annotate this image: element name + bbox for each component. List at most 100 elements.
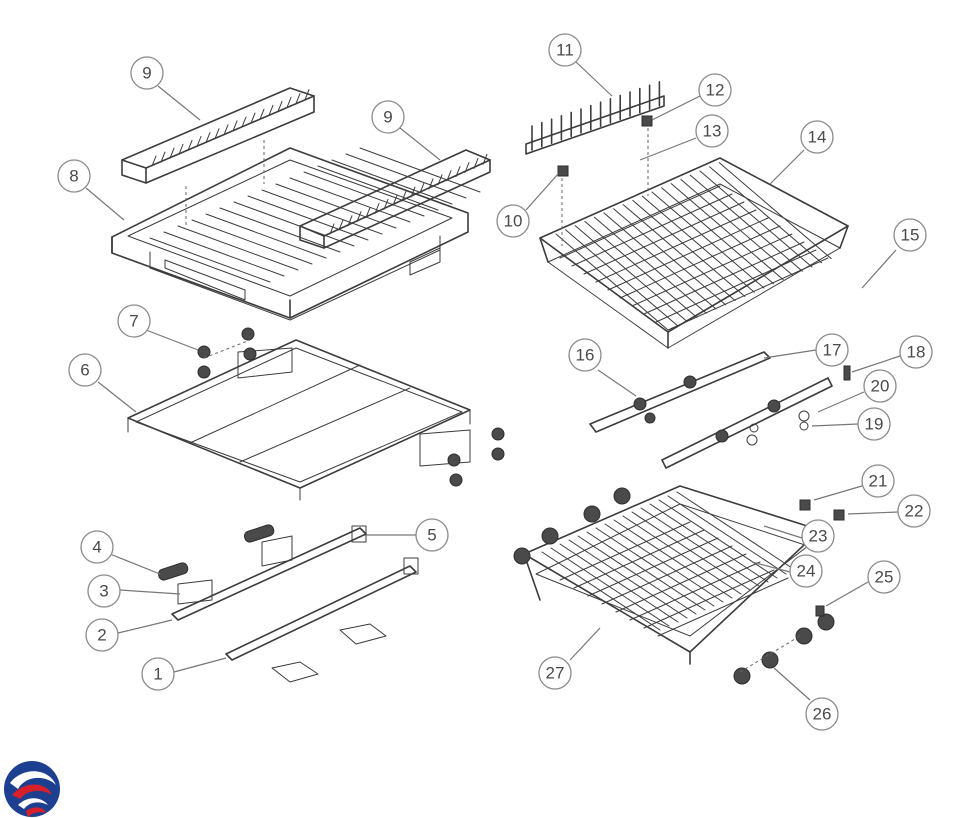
wire-line xyxy=(374,203,380,214)
wire-line xyxy=(655,249,817,323)
wire-line xyxy=(289,177,411,223)
wire-line xyxy=(329,223,335,235)
wire-line xyxy=(651,191,765,289)
wire-line xyxy=(455,166,461,178)
callout-12: 12 xyxy=(698,73,732,107)
part-cutlery-basket-right xyxy=(299,149,491,249)
svg-text:21: 21 xyxy=(869,472,888,491)
wire-line xyxy=(286,97,292,108)
assembly-guides xyxy=(185,128,801,673)
svg-text:12: 12 xyxy=(706,81,725,100)
wire-line xyxy=(607,217,769,291)
wire-line xyxy=(356,211,362,223)
wire-line xyxy=(559,185,721,259)
callout-leaders xyxy=(85,61,901,701)
svg-text:17: 17 xyxy=(823,341,842,360)
svg-text:1: 1 xyxy=(153,665,162,684)
svg-text:11: 11 xyxy=(556,41,574,60)
callout-13: 13 xyxy=(695,114,729,148)
wire-line xyxy=(233,201,355,247)
wire-line xyxy=(338,219,344,231)
wire-line xyxy=(259,108,265,120)
wire-line xyxy=(657,577,789,637)
wire-line xyxy=(601,545,733,605)
callout-8: 8 xyxy=(57,159,91,193)
svg-text:23: 23 xyxy=(809,527,828,546)
wire-line xyxy=(709,166,823,264)
part-wire-rack-frame xyxy=(127,339,471,501)
svg-text:26: 26 xyxy=(813,705,832,724)
wire-line xyxy=(304,89,310,101)
svg-text:4: 4 xyxy=(92,538,101,557)
part-rollers-upper xyxy=(197,327,505,487)
wire-line xyxy=(160,151,166,163)
part-small-clip-10 xyxy=(557,165,569,177)
callout-24: 24 xyxy=(789,554,823,588)
svg-text:6: 6 xyxy=(80,361,89,380)
wire-line xyxy=(595,209,757,283)
wire-line xyxy=(275,183,397,229)
svg-text:9: 9 xyxy=(383,108,392,127)
wire-line xyxy=(574,225,688,323)
svg-text:27: 27 xyxy=(546,664,565,683)
wire-line xyxy=(604,523,724,603)
callout-15: 15 xyxy=(893,218,927,252)
wire-line xyxy=(187,139,193,151)
callout-5: 5 xyxy=(415,518,449,552)
wire-line xyxy=(699,170,813,268)
callout-11: 11 xyxy=(548,33,582,67)
callout-21: 21 xyxy=(861,464,895,498)
wire-line xyxy=(555,233,669,331)
wire-line xyxy=(568,539,688,619)
wire-line xyxy=(631,511,751,591)
wire-line xyxy=(595,527,715,607)
svg-text:15: 15 xyxy=(901,226,920,245)
part-stopper-18 xyxy=(843,365,851,381)
callout-27: 27 xyxy=(538,656,572,690)
part-clip-21 xyxy=(799,499,811,511)
wire-line xyxy=(577,535,697,615)
wire-line xyxy=(631,233,793,307)
wire-line xyxy=(428,178,434,190)
wire-line xyxy=(667,495,787,575)
wire-line xyxy=(641,195,755,293)
wire-line xyxy=(268,104,274,116)
callout-25: 25 xyxy=(867,560,901,594)
callout-22: 22 xyxy=(897,494,931,528)
wire-line xyxy=(559,543,679,623)
wire-line xyxy=(365,207,371,219)
wire-line xyxy=(191,219,313,265)
wire-line xyxy=(689,174,803,272)
callout-20: 20 xyxy=(863,369,897,403)
wire-line xyxy=(661,187,775,285)
wire-line xyxy=(593,216,707,314)
wire-line xyxy=(359,147,481,193)
svg-text:3: 3 xyxy=(99,582,108,601)
part-cutlery-tray-frame xyxy=(111,147,481,321)
callout-2: 2 xyxy=(85,618,119,652)
callout-9-left: 9 xyxy=(130,56,164,90)
wire-line xyxy=(410,186,416,198)
wire-line xyxy=(205,213,327,259)
wire-line xyxy=(446,170,452,182)
svg-text:16: 16 xyxy=(576,346,595,365)
wire-line xyxy=(613,519,733,599)
wire-line xyxy=(223,124,229,136)
svg-text:25: 25 xyxy=(875,568,894,587)
svg-text:24: 24 xyxy=(797,562,816,581)
wire-line xyxy=(247,195,369,241)
svg-text:8: 8 xyxy=(69,167,78,186)
svg-text:13: 13 xyxy=(703,122,722,141)
callout-19: 19 xyxy=(857,407,891,441)
svg-text:10: 10 xyxy=(504,212,523,231)
wire-line xyxy=(541,551,661,631)
wire-line xyxy=(151,155,157,167)
wire-line xyxy=(473,157,479,169)
svg-text:19: 19 xyxy=(865,415,884,434)
wire-line xyxy=(277,100,283,112)
wire-line xyxy=(565,229,679,327)
wire-line xyxy=(586,531,706,611)
brand-swirl-logo-icon xyxy=(4,761,60,817)
wire-line xyxy=(622,204,736,302)
wire-line xyxy=(295,93,301,105)
